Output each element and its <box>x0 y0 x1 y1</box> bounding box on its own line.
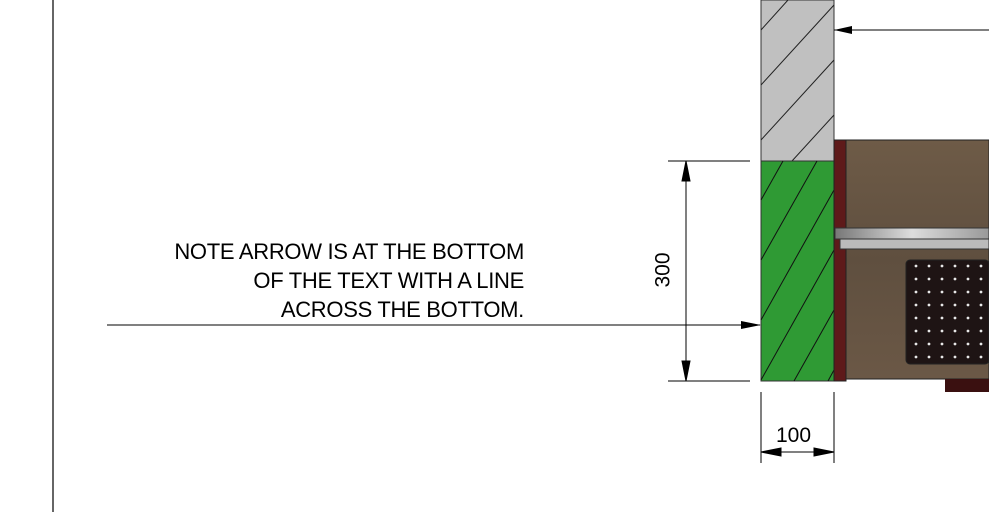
note-line: NOTE ARROW IS AT THE BOTTOM <box>174 239 524 264</box>
dimension-label-horizontal: 100 <box>776 424 812 447</box>
insulation-section <box>760 160 835 382</box>
perforated-panel <box>905 259 989 365</box>
wall-section <box>760 0 835 162</box>
top-dimension-arrow <box>834 26 989 34</box>
note-line: ACROSS THE BOTTOM. <box>280 297 524 322</box>
note-line: OF THE TEXT WITH A LINE <box>253 268 524 293</box>
dimension-label-vertical: 300 <box>651 252 675 288</box>
vertical-dimension <box>668 160 750 382</box>
note-leader-arrow <box>107 321 761 329</box>
horizontal-dimension <box>760 392 835 463</box>
cabinet <box>833 139 989 392</box>
note-text: NOTE ARROW IS AT THE BOTTOM OF THE TEXT … <box>100 237 524 324</box>
